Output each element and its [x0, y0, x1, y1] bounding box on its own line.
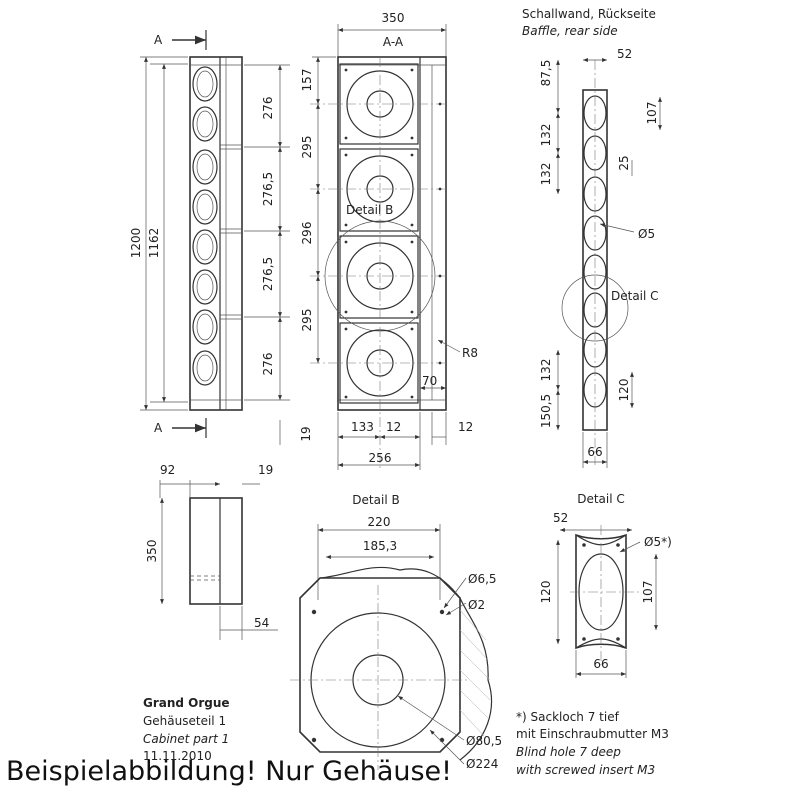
baffle-view: Schallwand, Rückseite Baffle, rear side …	[522, 7, 662, 468]
dim-19-side: 19	[299, 426, 313, 441]
dim-54: 54	[254, 616, 269, 630]
dim-256: 256	[369, 451, 392, 465]
dim-d5-star: Ø5*)	[644, 535, 672, 549]
dim-19-top: 19	[258, 463, 273, 477]
dim-d80-5: Ø80,5	[466, 734, 502, 748]
dim-d2: Ø2	[468, 598, 485, 612]
note-de-2: mit Einschraubmutter M3	[516, 727, 669, 741]
dim-295-bottom: 295	[300, 309, 314, 332]
title-name: Grand Orgue	[143, 696, 230, 710]
detail-b: Detail B 220 185,3 Ø6,5 Ø2 Ø80,5 Ø224	[290, 493, 502, 771]
top-view: 92 19 350 54	[145, 463, 278, 640]
dim-66: 66	[587, 445, 602, 459]
footnote: *) Sackloch 7 tief mit Einschraubmutter …	[516, 710, 669, 777]
detail-b-title: Detail B	[352, 493, 399, 507]
dim-d224: Ø224	[466, 757, 498, 771]
dim-d5: Ø5	[638, 227, 655, 241]
dim-132-a: 132	[539, 124, 553, 147]
dim-296: 296	[300, 222, 314, 245]
dim-133: 133	[351, 420, 374, 434]
baffle-detail-c-label: Detail C	[611, 289, 659, 303]
dim-d6-5: Ø6,5	[468, 572, 497, 586]
dim-276-5-b: 276,5	[261, 257, 275, 291]
note-de-1: *) Sackloch 7 tief	[516, 710, 620, 724]
side-view: A A	[129, 30, 313, 445]
dim-120-c: 120	[539, 581, 553, 604]
dim-70: 70	[422, 374, 437, 388]
dim-276-5-a: 276,5	[261, 172, 275, 206]
baffle-title-en: Baffle, rear side	[522, 24, 618, 38]
dim-150-5: 150,5	[539, 394, 553, 428]
dim-276-top: 276	[261, 97, 275, 120]
dim-295-top: 295	[300, 136, 314, 159]
dim-120: 120	[617, 379, 631, 402]
front-detail-b-label: Detail B	[346, 203, 393, 217]
dim-132-b: 132	[539, 163, 553, 186]
section-label-a-top: A	[154, 33, 163, 47]
detail-c: Detail C 52 Ø5*) 120 107 66	[539, 492, 672, 678]
title-part-en: Cabinet part 1	[143, 732, 229, 746]
side-view-ovals	[192, 66, 218, 386]
section-title-a-a: A-A	[383, 35, 404, 49]
dim-1200: 1200	[129, 228, 143, 259]
dim-276-bottom: 276	[261, 353, 275, 376]
dim-25: 25	[617, 155, 631, 170]
dim-52: 52	[617, 47, 632, 61]
dim-220: 220	[368, 515, 391, 529]
front-view: 350 A-A	[300, 11, 478, 470]
title-part-de: Gehäuseteil 1	[143, 714, 226, 728]
front-width-350: 350	[382, 11, 405, 25]
dim-87-5: 87,5	[539, 60, 553, 87]
dim-12-a: 12	[386, 420, 401, 434]
dim-107-c: 107	[641, 581, 655, 604]
title-block: Grand Orgue Gehäuseteil 1 Cabinet part 1…	[143, 696, 230, 763]
example-image-banner: Beispielabbildung! Nur Gehäuse!	[6, 756, 452, 787]
dim-1162: 1162	[147, 228, 161, 259]
section-label-a-bottom: A	[154, 421, 163, 435]
dim-107: 107	[645, 102, 659, 125]
title-date: 11.11.2010	[143, 749, 212, 763]
dim-350-top: 350	[145, 540, 159, 563]
baffle-ovals	[583, 95, 607, 408]
detail-c-title: Detail C	[577, 492, 625, 506]
note-en-2: with screwed insert M3	[516, 763, 655, 777]
dim-185-3: 185,3	[363, 539, 397, 553]
dim-52-c: 52	[553, 511, 568, 525]
dim-132-c: 132	[539, 359, 553, 382]
dim-157: 157	[300, 69, 314, 92]
front-radius-r8: R8	[462, 346, 478, 360]
note-en-1: Blind hole 7 deep	[516, 745, 621, 759]
dim-92: 92	[160, 463, 175, 477]
dim-66-c: 66	[593, 657, 608, 671]
baffle-title-de: Schallwand, Rückseite	[522, 7, 656, 21]
dim-12-b: 12	[458, 420, 473, 434]
